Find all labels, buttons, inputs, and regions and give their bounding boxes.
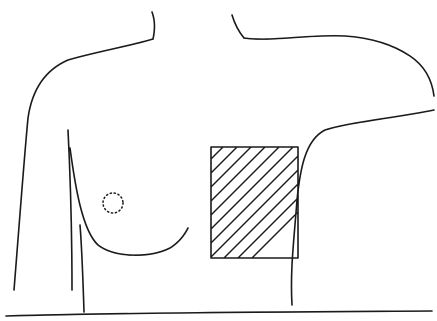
hatch-stroke bbox=[200, 144, 338, 282]
right-shoulder-line bbox=[244, 36, 434, 96]
hatch-stroke bbox=[200, 144, 366, 310]
hatch-stroke bbox=[200, 144, 324, 268]
hatch-stroke bbox=[200, 144, 254, 198]
ground-line bbox=[6, 311, 432, 316]
hatch-pattern bbox=[200, 144, 366, 310]
breast-contour bbox=[70, 148, 188, 255]
hatch-stroke bbox=[200, 144, 352, 296]
left-shoulder-and-arm-outline bbox=[14, 39, 153, 290]
right-arm-outline bbox=[291, 110, 434, 305]
left-neck-line bbox=[152, 12, 154, 39]
torso-left-line bbox=[80, 225, 84, 312]
nipple-dotted-circle bbox=[103, 193, 123, 213]
right-neck-line bbox=[232, 15, 244, 38]
hatch-stroke bbox=[200, 144, 226, 170]
hatch-stroke bbox=[200, 144, 296, 240]
